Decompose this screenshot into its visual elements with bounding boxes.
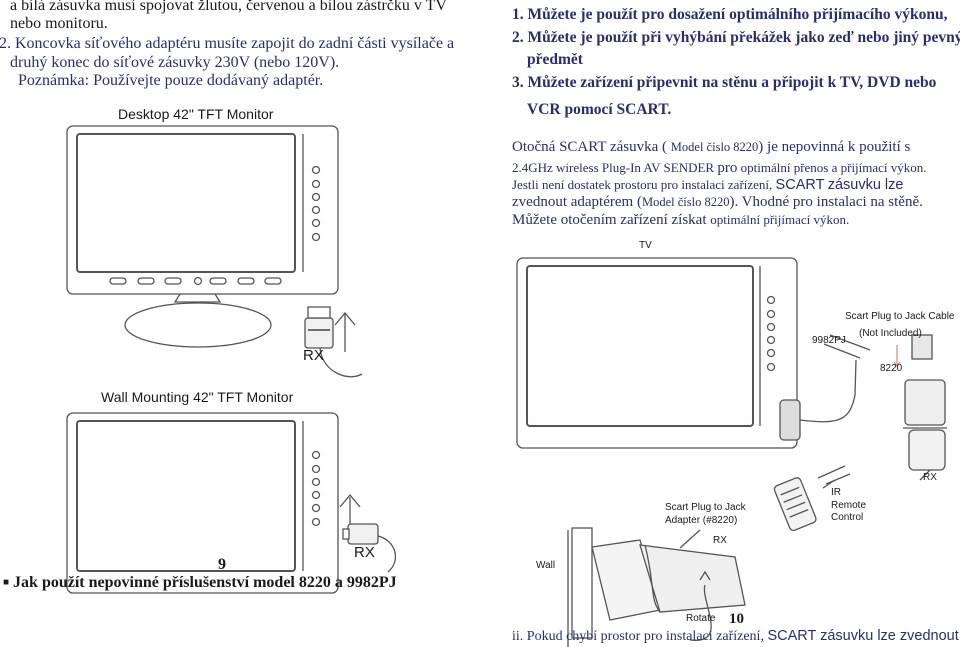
intro-line-1: a bílá zásuvka musí spojovat žlutou, čer…	[10, 0, 447, 14]
scart-para-line-4: zvednout adaptérem (Model číslo 8220). V…	[512, 194, 923, 211]
label-rotate: Rotate	[686, 613, 716, 624]
tv-drawing	[516, 257, 871, 449]
label-scart-adapter: Scart Plug to Jack Adapter (#8220)	[665, 502, 746, 527]
rx-label-top: RX	[303, 347, 324, 364]
use-1: 1. Můžete je použít pro dosažení optimál…	[512, 6, 948, 23]
scart-l3b: SCART	[775, 177, 825, 193]
use-2: 2. Můžete je použít při vyhýbání překáže…	[512, 29, 960, 46]
scart-l4a: zvednout adaptérem (	[512, 194, 642, 210]
rx-device-bottom	[342, 523, 397, 573]
wall-monitor-drawing	[66, 412, 361, 594]
label-ir-3: Control	[831, 512, 864, 523]
heading-text: Jak použít nepovinné příslušenství model…	[13, 574, 397, 591]
scart-l5b: optimální přijímací výkon.	[710, 212, 850, 227]
label-ir-remote: IR Remote Control	[831, 487, 866, 525]
use-3-cont: VCR pomocí SCART.	[527, 101, 672, 118]
scart-l5a: Můžete otočením zařízení získat	[512, 212, 707, 228]
label-scart-adapter-1: Scart Plug to Jack	[665, 502, 746, 513]
label-scart-cable: Scart Plug to Jack Cable	[845, 311, 955, 322]
bottom-line: ii. Pokud chybí prostor pro instalaci za…	[512, 628, 959, 645]
use-2-cont: předmět	[527, 51, 583, 68]
intro-line-4: druhý konec do síťové zásuvky 230V (nebo…	[10, 54, 340, 71]
desktop-monitor-title: Desktop 42" TFT Monitor	[118, 106, 274, 122]
intro-note: Poznámka: Používejte pouze dodávaný adap…	[18, 72, 324, 89]
page-number-right: 10	[729, 611, 744, 627]
label-rx-bottom: RX	[713, 535, 727, 546]
scart-para-line-3: Jestli není dostatek prostoru pro instal…	[512, 177, 903, 193]
bottom-line-b: SCART zásuvku lze zvednout	[767, 628, 959, 644]
desktop-monitor-drawing	[66, 125, 339, 348]
heading-bullet: ■	[3, 577, 10, 588]
section-heading: ■ Jak použít nepovinné příslušenství mod…	[3, 574, 397, 592]
bottom-line-a: ii. Pokud chybí prostor pro instalaci za…	[512, 629, 764, 644]
scart-l4b: Model číslo 8220	[641, 195, 730, 209]
scart-8220-drawing	[903, 334, 947, 471]
label-ir-1: IR	[831, 487, 841, 498]
use-3: 3. Můžete zařízení připevnit na stěnu a …	[512, 74, 937, 91]
rx-device-top	[304, 306, 363, 378]
rx-label-bottom: RX	[354, 544, 375, 561]
remote-control-drawing	[773, 477, 817, 532]
scart-l4c: ). Vhodné pro instalaci na stěně.	[729, 194, 923, 210]
scart-l3c: zásuvku lze	[827, 177, 904, 193]
label-tv: TV	[639, 240, 652, 251]
scart-para-line-2: 2.4GHz wireless Plug-In AV SENDER pro op…	[512, 160, 927, 177]
scart-l1a: Otočná SCART zásuvka (	[512, 139, 668, 155]
intro-line-2: nebo monitoru.	[10, 15, 108, 32]
intro-line-3: 2. Koncovka síťového adaptéru musíte zap…	[0, 35, 455, 52]
wall-monitor-title: Wall Mounting 42" TFT Monitor	[101, 389, 294, 405]
scart-l2b: pro	[717, 160, 738, 176]
label-9982pj: 9982PJ	[812, 335, 846, 346]
label-rx-right: RX	[923, 472, 937, 483]
scart-l2c: optimální přenos a přijímací výkon.	[740, 160, 927, 175]
wall-adapter-drawing	[567, 527, 746, 647]
scart-para-line-5: Můžete otočením zařízení získat optimáln…	[512, 212, 849, 229]
scart-l1c: ) je nepovinná k použití s	[758, 139, 911, 155]
label-8220: 8220	[880, 363, 903, 374]
label-not-included: (Not Included)	[859, 328, 922, 339]
scart-l3a: Jestli není dostatek prostoru pro instal…	[512, 177, 773, 192]
scart-l1b: Model číslo 8220	[670, 140, 759, 154]
label-ir-2: Remote	[831, 499, 867, 511]
scart-l2a: 2.4GHz wireless Plug-In AV SENDER	[512, 160, 715, 175]
label-wall: Wall	[536, 560, 556, 571]
scart-para-line-1: Otočná SCART zásuvka ( Model číslo 8220)…	[512, 139, 910, 156]
label-scart-adapter-2: Adapter (#8220)	[665, 514, 738, 526]
page-number-left: 9	[218, 556, 226, 573]
